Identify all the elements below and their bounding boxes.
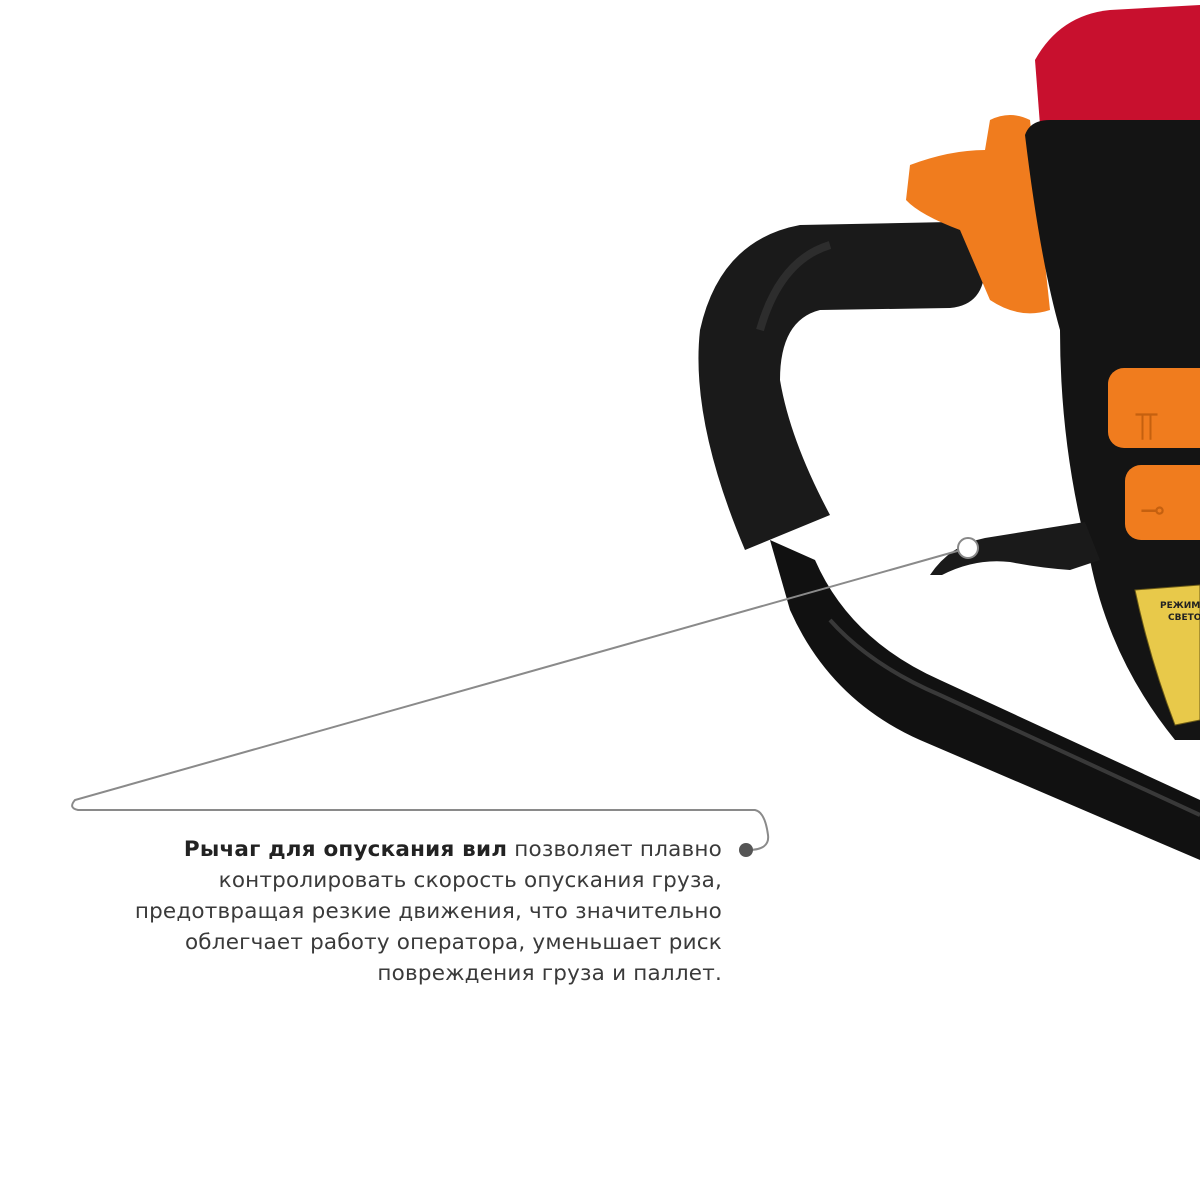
callout-anchor-dot [957, 537, 979, 559]
seat [1035, 5, 1200, 125]
callout-text: позволяет плавно контролировать скорость… [134, 837, 722, 986]
lift-icon: ⫪ [1135, 404, 1158, 450]
warning-sticker: РЕЖИМ СВЕТО [1134, 584, 1200, 726]
callout-caption: Рычаг для опускания вил позволяет плавно… [60, 834, 722, 989]
svg-text:СВЕТО: СВЕТО [1168, 613, 1200, 623]
callout-title: Рычаг для опускания вил [183, 837, 508, 862]
callout-end-dot [739, 843, 753, 857]
lower-icon: ⊸ [1140, 493, 1165, 528]
lowering-lever[interactable] [930, 522, 1100, 575]
lift-button[interactable] [1108, 368, 1200, 448]
orange-throttle [906, 115, 1050, 314]
handle-grip [698, 222, 985, 550]
frame-tube [770, 540, 1200, 860]
svg-text:РЕЖИМ: РЕЖИМ [1160, 601, 1200, 611]
lower-button[interactable] [1125, 465, 1200, 540]
callout-line [71, 547, 969, 851]
